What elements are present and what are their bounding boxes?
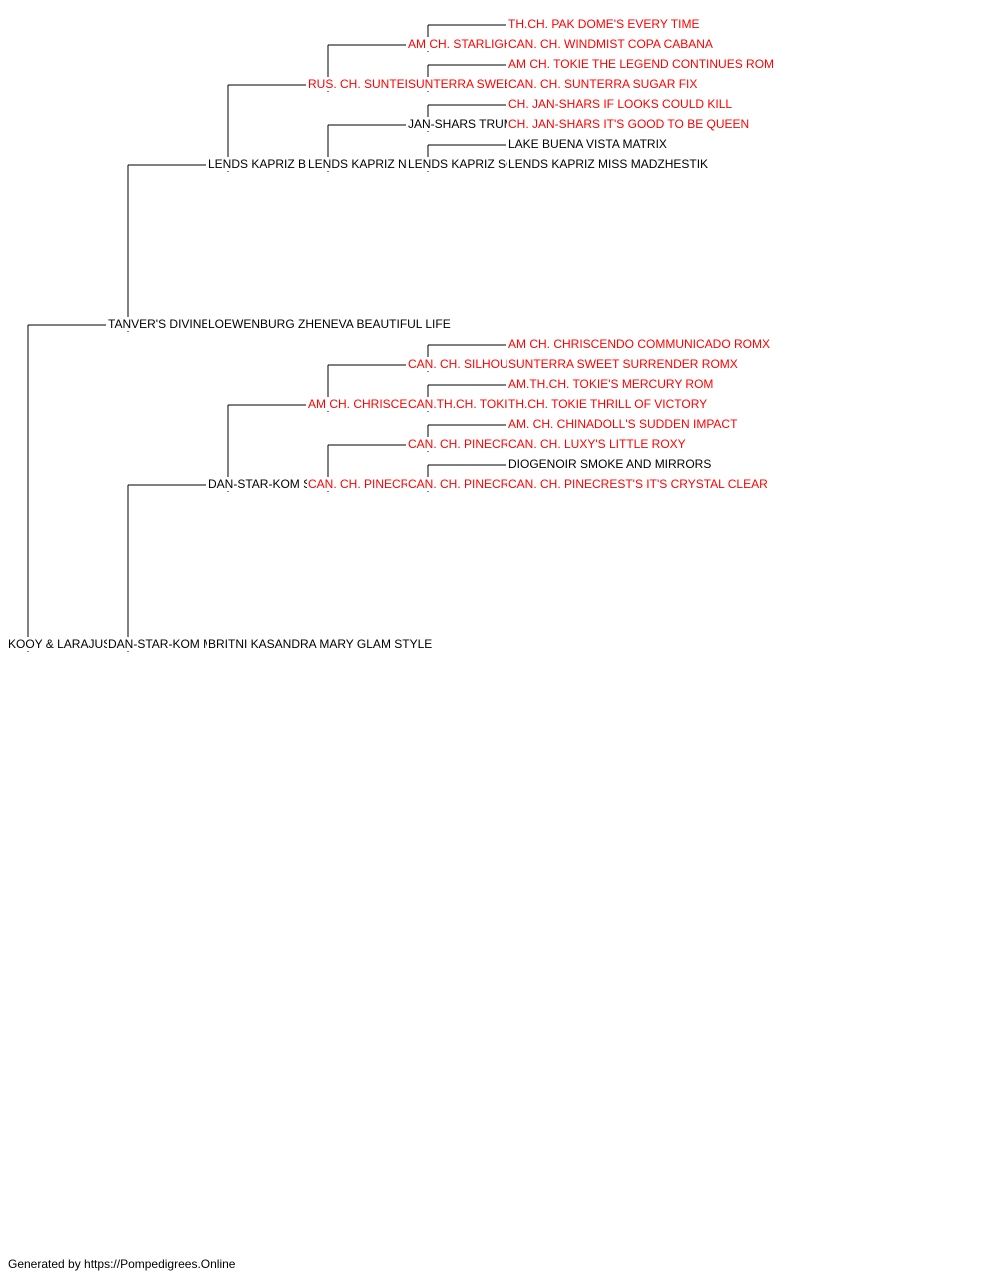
pedigree-node-gen5: CAN. CH. WINDMIST COPA CABANA (507, 37, 714, 51)
pedigree-node-gen3: LENDS KAPRIZ NATALI (307, 157, 440, 171)
pedigree-node-gen2: LOEWENBURG ZHENEVA BEAUTIFUL LIFE (207, 317, 452, 331)
pedigree-node-gen5: LENDS KAPRIZ MISS MADZHESTIK (507, 157, 710, 171)
pedigree-node-gen5: AM.TH.CH. TOKIE'S MERCURY ROM (507, 377, 715, 391)
pedigree-node-gen5: LAKE BUENA VISTA MATRIX (507, 137, 668, 151)
pedigree-node-gen5: CAN. CH. SUNTERRA SUGAR FIX (507, 77, 699, 91)
pedigree-node-gen5: DIOGENOIR SMOKE AND MIRRORS (507, 457, 713, 471)
pedigree-node-gen5: AM. CH. CHINADOLL'S SUDDEN IMPACT (507, 417, 739, 431)
pedigree-node-gen5: CH. JAN-SHARS IF LOOKS COULD KILL (507, 97, 734, 111)
pedigree-node-gen5: AM CH. CHRISCENDO COMMUNICADO ROMX (507, 337, 772, 351)
pedigree-node-gen5: AM CH. TOKIE THE LEGEND CONTINUES ROM (507, 57, 776, 71)
pedigree-node-gen5: CAN. CH. PINECREST'S IT'S CRYSTAL CLEAR (507, 477, 769, 491)
footer-credit: Generated by https://Pompedigrees.Online (8, 1257, 236, 1271)
pedigree-node-gen5: SUNTERRA SWEET SURRENDER ROMX (507, 357, 739, 371)
pedigree-node-gen5: CAN. CH. LUXY'S LITTLE ROXY (507, 437, 687, 451)
pedigree-node-gen5: TH.CH. PAK DOME'S EVERY TIME (507, 17, 701, 31)
pedigree-node-gen5: CH. JAN-SHARS IT'S GOOD TO BE QUEEN (507, 117, 751, 131)
pedigree-node-gen5: TH.CH. TOKIE THRILL OF VICTORY (507, 397, 709, 411)
pedigree-node-gen2: BRITNI KASANDRA MARY GLAM STYLE (207, 637, 434, 651)
